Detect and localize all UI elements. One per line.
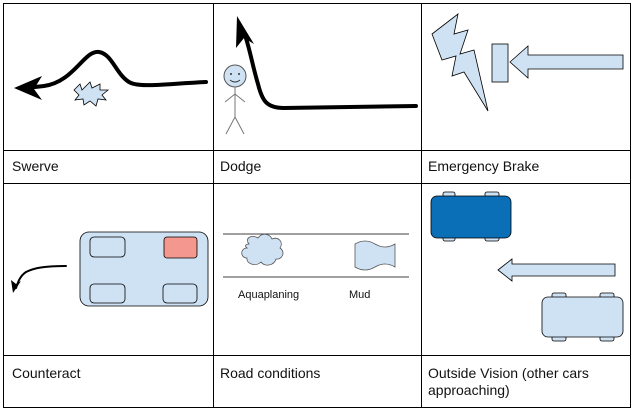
dodge-illustration [223,16,418,135]
lightning-bolt-icon [431,13,489,112]
road-conditions-illustration [223,233,409,278]
outside-vision-label: Outside Vision (other cars approaching) [428,365,589,398]
car-seat-rear-right [162,283,198,304]
car-seat-front-right [163,236,198,259]
car-seat-front-left [89,236,126,258]
road-conditions-label: Road conditions [220,365,321,381]
dodge-path [242,30,418,111]
counteract-label: Counteract [12,365,81,381]
counteract-path [15,265,67,289]
swerve-arrowhead [14,76,42,100]
puddle-icon [241,233,284,266]
aquaplaning-label: Aquaplaning [238,289,300,301]
approaching-car-light [541,292,624,342]
emergency-brake-illustration [431,13,624,112]
mud-label: Mud [349,289,371,301]
approach-arrow-icon [497,258,616,282]
counteract-illustration [11,231,209,307]
swerve-illustration [14,50,208,107]
brake-barrier [491,43,509,83]
brake-arrow-icon [509,45,624,79]
dodge-arrowhead [236,16,254,48]
swerve-label: Swerve [12,158,59,174]
counteract-arrowhead [11,280,21,293]
car-seat-rear-left [89,283,126,304]
outside-vision-illustration [430,191,624,342]
swerve-impact-burst [73,81,110,107]
swerve-path [24,50,208,90]
emergency-brake-label: Emergency Brake [428,158,540,174]
mud-patch-icon [354,240,396,271]
dodge-label: Dodge [220,158,262,174]
approaching-car-dark [430,191,512,242]
stick-figure-icon [223,64,247,135]
